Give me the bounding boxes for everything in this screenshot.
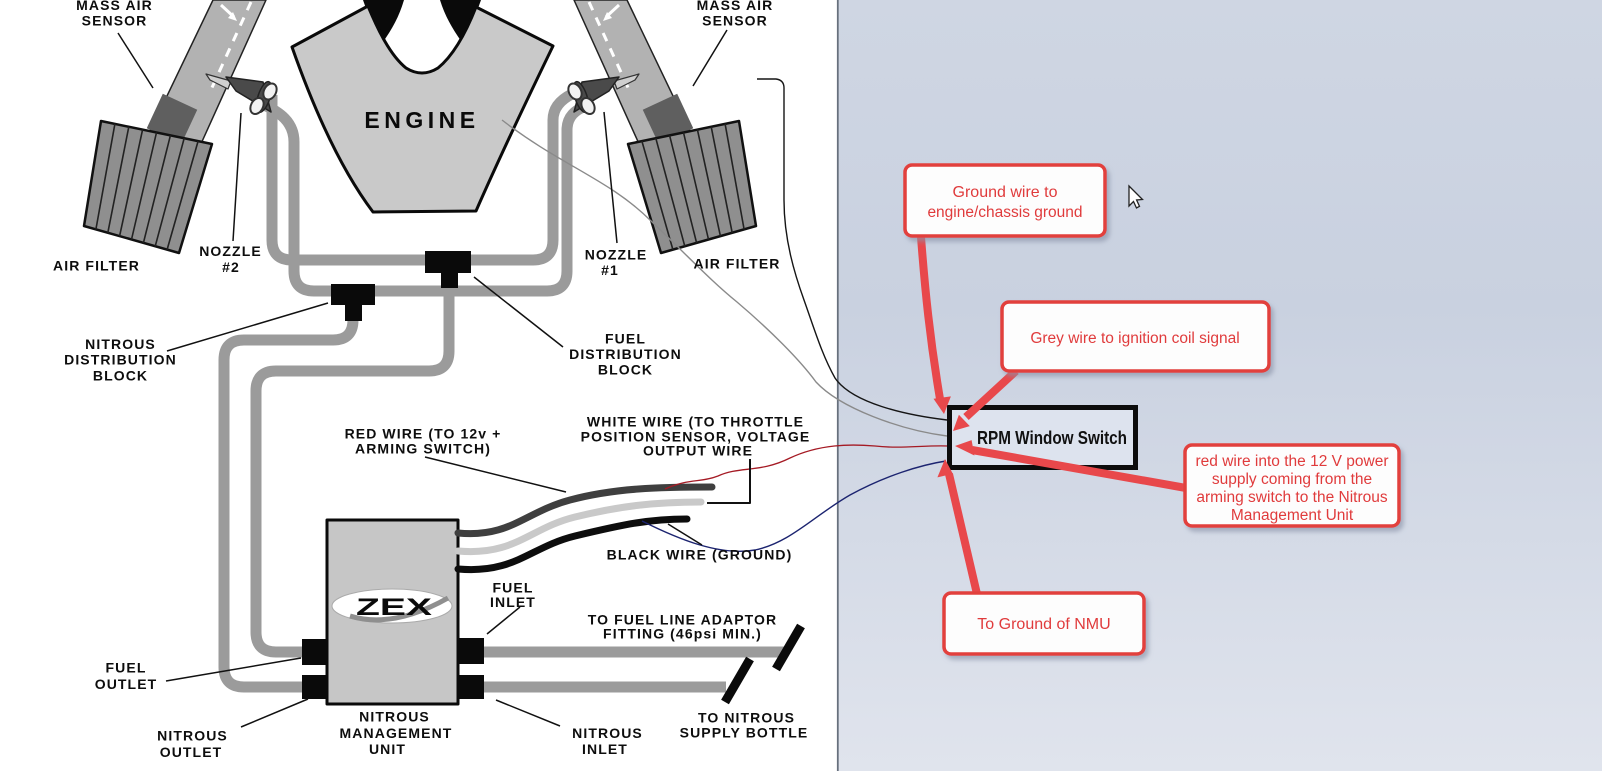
svg-text:NITROUS: NITROUS — [572, 725, 643, 741]
svg-text:BLACK WIRE (GROUND): BLACK WIRE (GROUND) — [607, 547, 793, 563]
svg-text:engine/chassis ground: engine/chassis ground — [927, 204, 1082, 221]
svg-text:BLOCK: BLOCK — [93, 368, 148, 384]
svg-text:WHITE WIRE (TO THROTTLE: WHITE WIRE (TO THROTTLE — [587, 414, 804, 430]
svg-text:OUTLET: OUTLET — [160, 744, 223, 760]
svg-text:AIR FILTER: AIR FILTER — [694, 256, 781, 272]
svg-text:TO NITROUS: TO NITROUS — [698, 710, 795, 726]
svg-text:RED WIRE (TO 12v +: RED WIRE (TO 12v + — [345, 426, 502, 442]
svg-text:supply coming from the: supply coming from the — [1212, 471, 1372, 488]
svg-text:NITROUS: NITROUS — [157, 728, 228, 744]
svg-text:MASS AIR: MASS AIR — [697, 0, 774, 13]
svg-text:Ground wire to: Ground wire to — [953, 184, 1058, 201]
svg-text:MANAGEMENT: MANAGEMENT — [340, 725, 453, 741]
svg-text:NOZZLE: NOZZLE — [585, 247, 648, 263]
svg-text:POSITION SENSOR, VOLTAGE: POSITION SENSOR, VOLTAGE — [581, 429, 811, 445]
svg-text:OUTPUT WIRE: OUTPUT WIRE — [643, 443, 753, 459]
svg-text:INLET: INLET — [582, 741, 628, 757]
svg-text:ZEX: ZEX — [356, 594, 432, 621]
svg-text:SENSOR: SENSOR — [82, 13, 148, 29]
svg-text:FUEL: FUEL — [106, 660, 147, 676]
svg-text:FUEL: FUEL — [493, 580, 534, 596]
svg-text:Grey wire to ignition coil sig: Grey wire to ignition coil signal — [1030, 330, 1239, 347]
svg-text:TO FUEL LINE ADAPTOR: TO FUEL LINE ADAPTOR — [588, 612, 778, 628]
svg-text:Management Unit: Management Unit — [1231, 507, 1354, 524]
svg-text:FITTING (46psi MIN.): FITTING (46psi MIN.) — [603, 626, 762, 642]
svg-text:#2: #2 — [222, 259, 240, 275]
svg-text:NITROUS: NITROUS — [85, 336, 156, 352]
svg-text:NOZZLE: NOZZLE — [199, 243, 262, 259]
svg-text:BLOCK: BLOCK — [598, 362, 653, 378]
svg-text:DISTRIBUTION: DISTRIBUTION — [569, 346, 682, 362]
svg-text:NITROUS: NITROUS — [359, 709, 430, 725]
svg-text:DISTRIBUTION: DISTRIBUTION — [64, 352, 177, 368]
svg-text:SUPPLY BOTTLE: SUPPLY BOTTLE — [680, 725, 809, 741]
svg-text:UNIT: UNIT — [369, 741, 406, 757]
svg-text:OUTLET: OUTLET — [95, 676, 158, 692]
svg-text:red wire into the 12 V power: red wire into the 12 V power — [1196, 453, 1389, 470]
svg-text:To Ground of NMU: To Ground of NMU — [977, 616, 1110, 633]
svg-text:ARMING SWITCH): ARMING SWITCH) — [355, 441, 491, 457]
svg-text:#1: #1 — [601, 262, 619, 278]
svg-text:AIR FILTER: AIR FILTER — [53, 258, 140, 274]
svg-text:ENGINE: ENGINE — [364, 107, 479, 133]
svg-text:INLET: INLET — [490, 594, 536, 610]
svg-text:arming switch to the Nitrous: arming switch to the Nitrous — [1196, 489, 1387, 506]
svg-text:MASS AIR: MASS AIR — [76, 0, 153, 13]
svg-text:RPM Window Switch: RPM Window Switch — [977, 428, 1127, 448]
svg-text:SENSOR: SENSOR — [702, 13, 768, 29]
svg-text:FUEL: FUEL — [605, 331, 646, 347]
